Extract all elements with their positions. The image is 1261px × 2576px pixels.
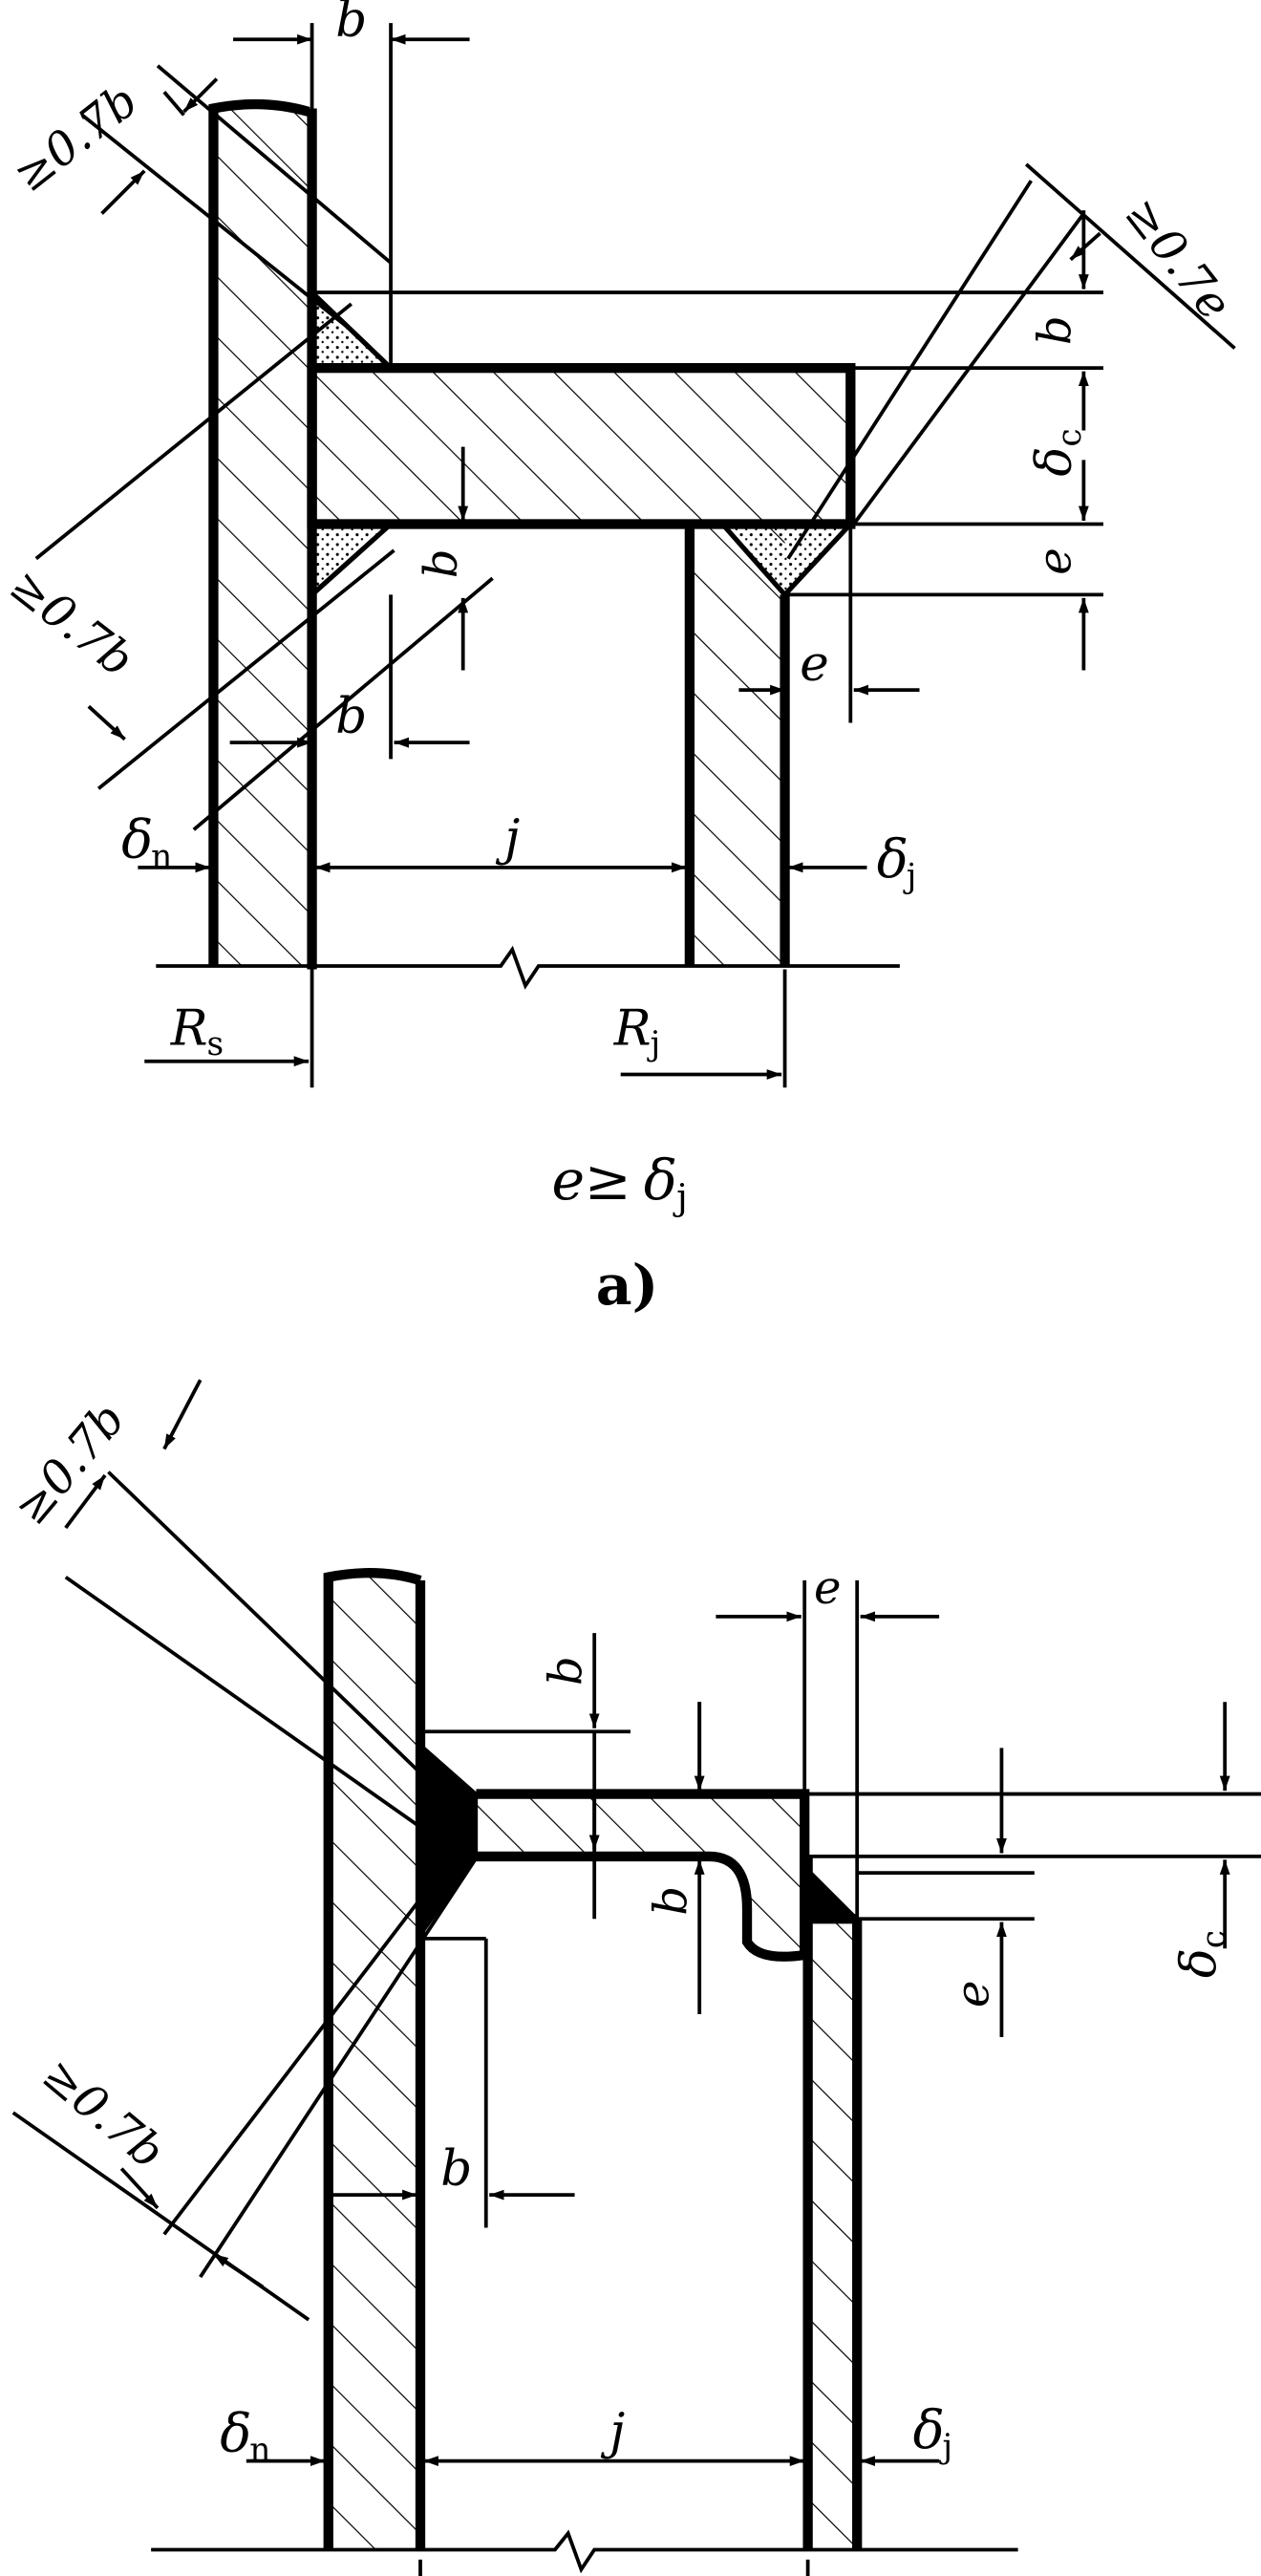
break-line-b (151, 2529, 1018, 2574)
dim-e-tube-a: e (800, 635, 829, 693)
throat-lines-b (11, 1470, 481, 2322)
dim-e-right-b: e (947, 1981, 1000, 2007)
svg-text:δ: δ (644, 1148, 677, 1213)
svg-text:n: n (249, 2432, 270, 2470)
svg-text:≥: ≥ (585, 1148, 631, 1213)
weld-size-left-bottom-a: ≥0.7b (0, 558, 143, 687)
dim-e-top-b: e (814, 1561, 841, 1615)
caption-a: a) (596, 1252, 659, 1318)
svg-text:δ: δ (220, 2402, 251, 2463)
shell-wall-b (323, 1568, 426, 2550)
dim-rs-a: R s (170, 1000, 224, 1063)
tube-wall-a (684, 524, 790, 966)
dimension-arrows-b (64, 1379, 1230, 2467)
condition-text-a: e ≥ δ j (552, 1148, 688, 1217)
dim-b-top-b: b (539, 1656, 592, 1685)
labels-b: ≥0.7b e b b e δ c ≥0.7b b δ n j δ j (4, 1393, 1233, 2470)
break-line-a (156, 945, 900, 990)
figure-a: b ≥0.7b ≥0.7e b δ c e b ≥0.7b b e δ n j … (0, 0, 1242, 1318)
svg-text:j: j (647, 1025, 661, 1063)
svg-text:n: n (151, 838, 172, 876)
svg-text:s: s (207, 1025, 224, 1063)
svg-text:δ: δ (1026, 447, 1083, 477)
dim-b-top-a: b (335, 0, 367, 49)
dim-b-right-a: b (1029, 315, 1082, 345)
svg-text:c: c (1051, 428, 1089, 446)
dim-b-lower-a: b (335, 688, 367, 745)
svg-text:c: c (1195, 1930, 1233, 1948)
svg-text:j: j (939, 2428, 953, 2466)
svg-text:j: j (673, 1175, 688, 1217)
figure-b: ≥0.7b e b b e δ c ≥0.7b b δ n j δ j (4, 1379, 1261, 2576)
weld-tube-b (805, 1865, 862, 1921)
svg-text:j: j (903, 857, 917, 895)
dim-j-a: j (495, 809, 520, 867)
dim-b-lower-b: b (440, 2140, 472, 2198)
weld-size-left-top-a: ≥0.7b (4, 74, 148, 203)
dim-b-mid-a: b (415, 548, 468, 578)
weld-shell-b (418, 1741, 479, 1941)
svg-text:R: R (613, 1000, 652, 1058)
bottom-ticks-b (418, 2559, 810, 2576)
cover-plate-a (307, 362, 856, 529)
tube-wall-b (802, 1856, 863, 2550)
svg-text:δ: δ (1170, 1948, 1228, 1978)
dimension-arrows-a (87, 33, 1101, 1080)
svg-text:δ: δ (877, 828, 908, 890)
svg-text:e: e (552, 1148, 586, 1213)
dim-rj-a: R j (613, 1000, 660, 1063)
dim-delta-c-b: δ c (1170, 1930, 1233, 1978)
dim-delta-n-a: δ n (121, 809, 172, 876)
dim-b-mid-b: b (644, 1886, 697, 1916)
dim-delta-j-b: δ j (913, 2399, 953, 2466)
svg-text:R: R (170, 1000, 208, 1058)
cover-plate-b (476, 1789, 810, 1962)
fillet-weld-right-a (716, 521, 857, 599)
svg-text:δ: δ (913, 2399, 945, 2460)
svg-text:δ: δ (121, 809, 153, 870)
weld-size-left-top-b: ≥0.7b (4, 1393, 136, 1535)
dim-delta-j-a: δ j (877, 828, 917, 895)
weld-size-left-bottom-b: ≥0.7b (32, 2048, 175, 2179)
throat-lines-a (34, 64, 1236, 831)
dim-e-right-a: e (1029, 547, 1082, 574)
dim-delta-n-b: δ n (220, 2402, 270, 2469)
fillet-weld-bottom-a (309, 521, 397, 601)
extension-lines-a (310, 23, 1103, 1088)
dim-delta-c-a: δ c (1026, 428, 1089, 476)
dim-j-b: j (600, 2403, 625, 2460)
